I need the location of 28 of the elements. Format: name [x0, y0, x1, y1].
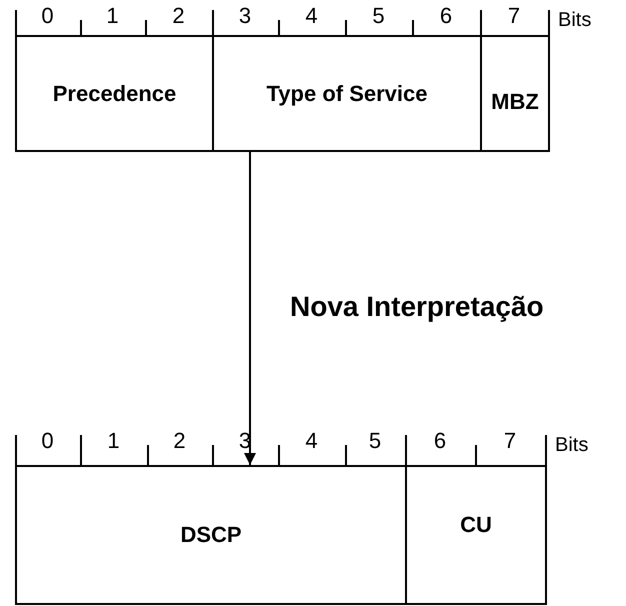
bit-number: 1 [105, 4, 120, 28]
field-name: Type of Service [266, 80, 428, 106]
bit-number: 3 [238, 4, 252, 28]
bit-field [15, 465, 407, 605]
bit-number: 0 [40, 4, 55, 28]
bit-number: 7 [506, 4, 522, 28]
field-name: Precedence [52, 80, 176, 106]
bit-number: 7 [502, 429, 518, 453]
field-name: DSCP [180, 522, 242, 548]
unit-label: Bits [558, 8, 592, 32]
bit-field [15, 35, 214, 152]
bit-number: 2 [171, 4, 186, 28]
unit-label: Bits [555, 433, 588, 457]
bit-field [405, 465, 547, 605]
field-name: CU [460, 512, 492, 538]
bit-number: 1 [106, 429, 121, 453]
bit-number: 4 [304, 429, 319, 453]
bit-number: 5 [371, 4, 386, 28]
arrow [244, 152, 256, 465]
field-name: MBZ [491, 88, 539, 114]
bit-number: 6 [432, 429, 448, 453]
bit-field [480, 35, 550, 152]
bit-field [212, 35, 482, 152]
bit-number: 2 [172, 429, 187, 453]
bit-number: 0 [40, 429, 55, 453]
bit-number: 4 [304, 4, 319, 28]
bit-number: 6 [438, 4, 454, 28]
bit-number: 5 [368, 429, 382, 453]
